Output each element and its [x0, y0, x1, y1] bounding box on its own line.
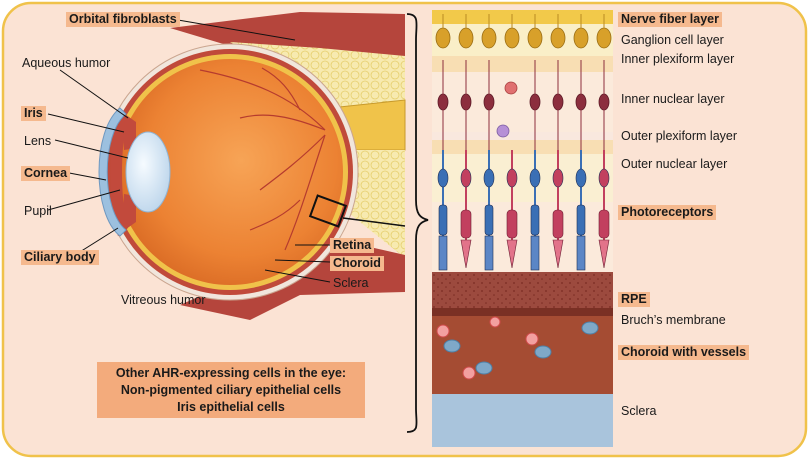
rpe-dots — [432, 272, 613, 308]
iris-shape — [122, 112, 136, 150]
cornea-shape — [98, 107, 127, 237]
amacrine-cell — [504, 81, 518, 95]
orbital-fat-top — [230, 42, 405, 150]
rod-nucleus — [575, 168, 587, 188]
label-inner-nuclear-layer: Inner nuclear layer — [621, 92, 725, 106]
inner-plexiform-band — [432, 56, 613, 72]
label-vitreous-humor: Vitreous humor — [121, 293, 206, 307]
rod-outer-segment — [484, 235, 494, 271]
label-bruchs-membrane: Bruch’s membrane — [621, 313, 726, 327]
eyeball-vitreous — [117, 59, 343, 285]
photoreceptor-cells — [437, 150, 610, 271]
cone-nucleus — [460, 168, 472, 188]
magnifier-line — [342, 217, 406, 227]
ganglion-cells — [435, 27, 612, 49]
retinal-vessels — [199, 67, 326, 251]
rod-nucleus — [529, 168, 541, 188]
label-retina: Retina — [330, 238, 375, 253]
other-cells-note: Other AHR-expressing cells in the eye: N… — [97, 362, 365, 418]
cone-outer-segment — [460, 239, 472, 269]
rod-outer-segment — [438, 235, 448, 271]
cone-outer-segment — [552, 239, 564, 269]
sclera-band — [432, 394, 613, 447]
bipolar-dendrites — [442, 60, 605, 150]
rod-inner-segment — [438, 204, 448, 236]
rod-outer-segment — [576, 235, 586, 271]
nerve-fiber-band — [432, 10, 613, 24]
label-ganglion-cell-layer: Ganglion cell layer — [621, 33, 724, 47]
cone-inner-segment — [552, 209, 564, 239]
label-inner-plexiform-layer: Inner plexiform layer — [621, 52, 735, 66]
iris-shape-lower — [122, 194, 136, 232]
cone-outer-segment — [598, 239, 610, 269]
cone-outer-segment — [506, 239, 518, 269]
label-sclera-layer: Sclera — [621, 404, 657, 418]
label-ciliary-body: Ciliary body — [21, 250, 99, 265]
label-iris: Iris — [21, 106, 46, 121]
rod-outer-segment — [530, 235, 540, 271]
retina-section — [432, 10, 613, 447]
label-orbital-fibroblasts: Orbital fibroblasts — [66, 12, 180, 27]
rod-inner-segment — [576, 204, 586, 236]
rod-nucleus — [483, 168, 495, 188]
cone-nucleus — [506, 168, 518, 188]
rod-inner-segment — [530, 204, 540, 236]
label-nerve-fiber-layer: Nerve fiber layer — [618, 12, 722, 27]
label-aqueous-humor: Aqueous humor — [22, 56, 111, 70]
label-outer-nuclear-layer: Outer nuclear layer — [621, 157, 728, 171]
curly-brace — [406, 13, 429, 433]
leader-lines — [47, 19, 331, 283]
label-choroid-with-vessels: Choroid with vessels — [618, 345, 750, 360]
horizontal-cell — [496, 124, 510, 138]
label-pupil: Pupil — [24, 204, 52, 218]
upper-muscle — [170, 12, 405, 60]
note-line-1: Other AHR-expressing cells in the eye: — [115, 365, 347, 380]
cone-inner-segment — [598, 209, 610, 239]
rod-nucleus — [437, 168, 449, 188]
cone-nucleus — [598, 168, 610, 188]
label-choroid: Choroid — [330, 256, 384, 271]
outer-plexiform-band — [432, 140, 613, 154]
cone-nucleus — [552, 168, 564, 188]
label-rpe: RPE — [618, 292, 650, 307]
note-line-2: Non-pigmented ciliary epithelial cells — [120, 382, 342, 397]
label-lens: Lens — [24, 134, 52, 148]
choroid-vessels — [436, 316, 599, 380]
lens-shape — [125, 131, 171, 213]
eye-illustration — [98, 12, 406, 320]
ganglion-axons — [442, 14, 605, 28]
label-sclera: Sclera — [333, 276, 369, 290]
rod-inner-segment — [484, 204, 494, 236]
label-cornea: Cornea — [21, 166, 71, 181]
label-outer-plexiform-layer: Outer plexiform layer — [621, 129, 738, 143]
note-line-3: Iris epithelial cells — [177, 399, 285, 414]
label-photoreceptors: Photoreceptors — [618, 205, 717, 220]
photoreceptor-band — [432, 202, 613, 272]
cone-inner-segment — [506, 209, 518, 239]
magnifier-box — [308, 194, 348, 228]
cone-inner-segment — [460, 209, 472, 239]
bruchs-band — [432, 308, 613, 316]
